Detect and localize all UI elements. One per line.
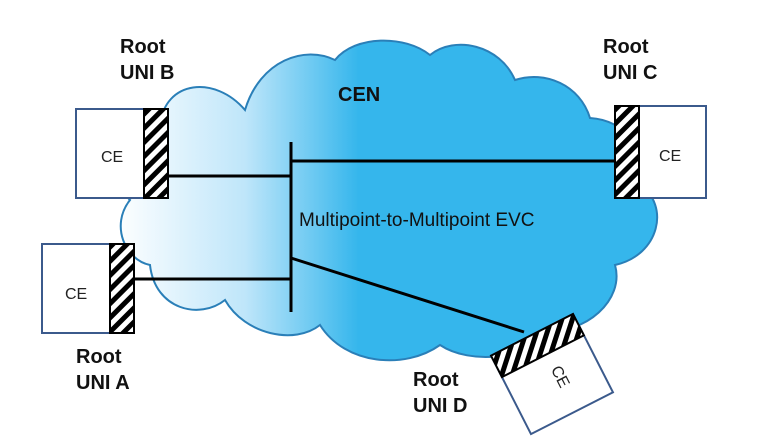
uni-label-a: UNI A	[76, 372, 130, 394]
root-label-uni-a: Root	[76, 346, 122, 368]
uni-label-c: UNI C	[603, 62, 657, 84]
root-label-uni-c: Root	[603, 36, 649, 58]
uni-port-a[interactable]	[109, 243, 135, 334]
ce-label-uni-c: CE	[659, 148, 681, 165]
cen-label: CEN	[338, 84, 380, 106]
root-label-uni-d: Root	[413, 369, 459, 391]
uni-label-b: UNI B	[120, 62, 174, 84]
site-uni-a: CE Root UNI A	[41, 243, 135, 394]
uni-port-c[interactable]	[614, 105, 640, 199]
uni-label-d: UNI D	[413, 395, 467, 417]
site-uni-b: CE Root UNI B	[75, 36, 174, 199]
root-label-uni-b: Root	[120, 36, 166, 58]
cen-cloud	[113, 39, 659, 362]
ce-label-uni-a: CE	[65, 286, 87, 303]
uni-port-b[interactable]	[143, 108, 169, 199]
evc-link-uni-d	[290, 256, 525, 334]
site-uni-d: CE	[489, 312, 615, 436]
evc-label: Multipoint-to-Multipoint EVC	[299, 210, 534, 231]
ce-label-uni-b: CE	[101, 149, 123, 166]
site-uni-c: CE Root UNI C	[603, 36, 707, 199]
uni-port-d[interactable]	[489, 312, 586, 379]
